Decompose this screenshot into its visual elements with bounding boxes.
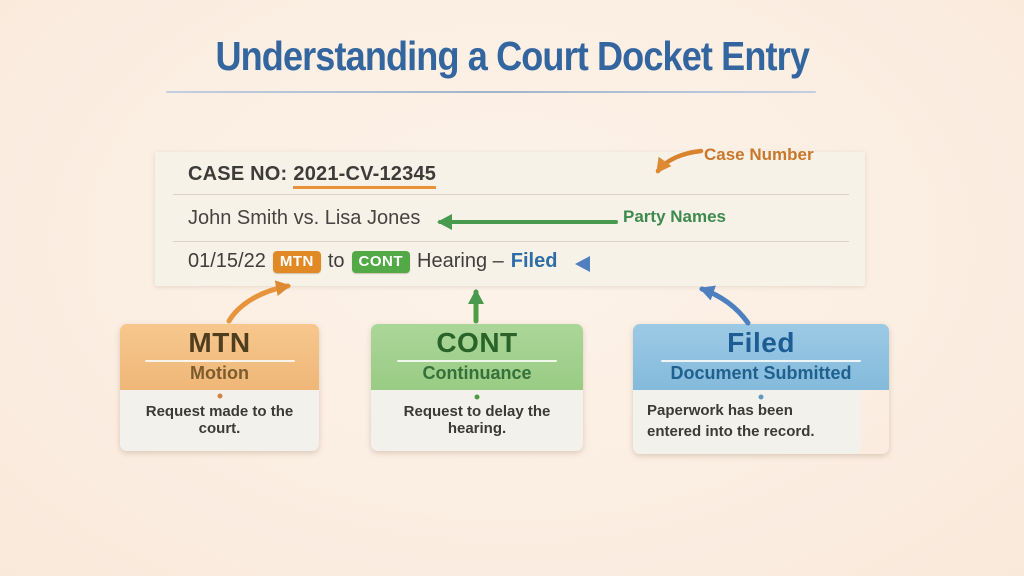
case-number-callout-label: Case Number [704, 145, 814, 164]
filed-card-arrow [699, 285, 751, 326]
cont-card-abbr: CONT [436, 327, 518, 358]
docket-divider [173, 194, 849, 195]
entry-hearing: Hearing – [417, 250, 504, 272]
mtn-card-description: Request made to the court. [120, 390, 319, 451]
mtn-card-header: MTN Motion [120, 324, 319, 390]
card-header-divider [661, 359, 861, 362]
card-header-divider [397, 359, 557, 362]
mtn-card-term: Motion [190, 362, 249, 383]
party-names-callout-label: Party Names [623, 207, 727, 226]
cont-definition-card: CONT Continuance Request to delay the he… [371, 324, 583, 451]
docket-entry-card: CASE NO:2021-CV-12345 John Smith vs. Lis… [155, 152, 865, 286]
mtn-badge: MTN [272, 250, 321, 273]
filed-card-abbr: Filed [727, 327, 795, 358]
mtn-card-arrow [226, 280, 291, 324]
cont-card-term: Continuance [422, 362, 532, 383]
cont-badge: CONT [351, 250, 411, 273]
filed-card-header: Filed Document Submitted [633, 324, 889, 390]
entry-date: 01/15/22 [188, 250, 266, 272]
cont-card-header: CONT Continuance [371, 324, 583, 390]
entry-filed: Filed [510, 250, 558, 272]
filed-card-description: Paperwork has been entered into the reco… [633, 390, 861, 454]
cont-card-description: Request to delay the hearing. [371, 390, 583, 451]
case-number-value: 2021-CV-12345 [293, 163, 437, 189]
mtn-definition-card: MTN Motion Request made to the court. [120, 324, 319, 451]
card-header-divider [144, 359, 295, 362]
filed-card-term: Document Submitted [670, 362, 852, 383]
docket-entry-row: 01/15/22 MTN to CONT Hearing – Filed [188, 250, 557, 273]
party-names-row: John Smith vs. Lisa Jones [188, 207, 421, 229]
case-number-row: CASE NO:2021-CV-12345 [188, 163, 437, 189]
page-title-wrap: Understanding a Court Docket Entry [0, 33, 1024, 80]
docket-divider [173, 241, 849, 242]
mtn-card-abbr: MTN [188, 327, 251, 358]
entry-to-word: to [327, 250, 345, 272]
title-underline [166, 91, 816, 93]
page-title: Understanding a Court Docket Entry [215, 33, 809, 79]
filed-definition-card: Filed Document Submitted Paperwork has b… [633, 324, 889, 454]
case-number-label-prefix: CASE NO: [188, 163, 288, 185]
